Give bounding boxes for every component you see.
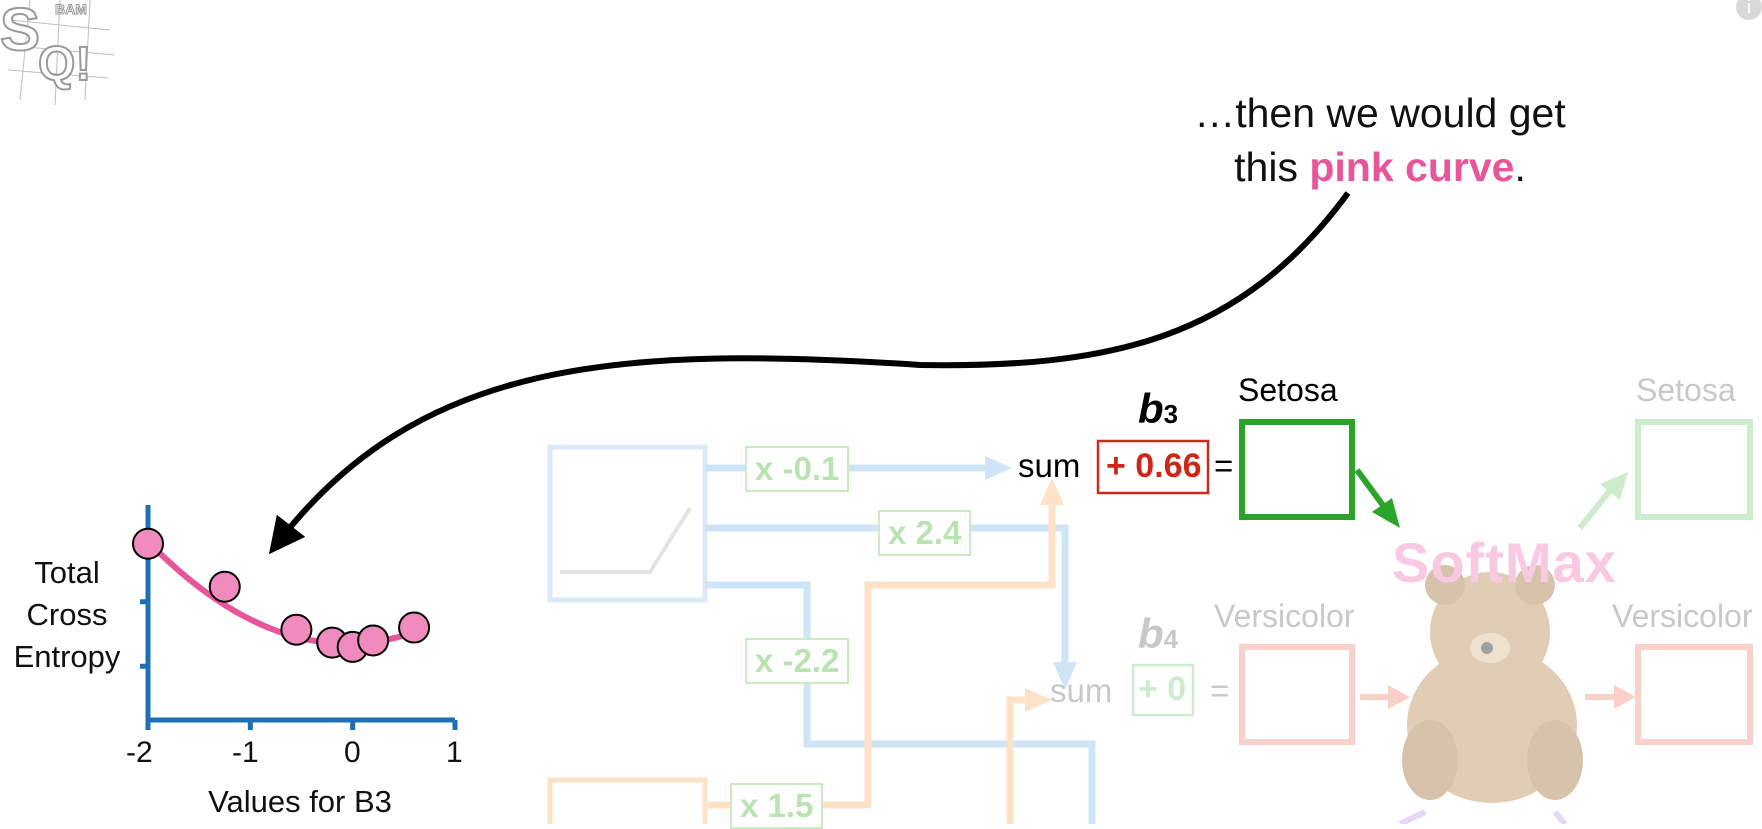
x-tick-label: 0 (344, 736, 361, 769)
data-point (357, 624, 390, 657)
data-point (132, 527, 164, 560)
b4-subscript: 4 (1163, 624, 1179, 654)
setosa-raw-box (1239, 419, 1355, 520)
b3-subscript: 3 (1163, 399, 1179, 429)
b4-symbol: b (1138, 610, 1164, 657)
x-tick-label: -1 (232, 736, 259, 769)
svg-text:Q!: Q! (38, 38, 91, 91)
data-point (398, 611, 431, 644)
b3-label: b3 (1138, 385, 1178, 433)
teddy-bear-image (1402, 565, 1583, 803)
callout-suffix: . (1514, 144, 1526, 190)
callout-text: …then we would get this pink curve. (1140, 86, 1620, 194)
x-axis-label: Values for B3 (180, 784, 420, 820)
versicolor-raw-box (1239, 644, 1355, 745)
bias-b3-value: + 0.66 (1106, 447, 1202, 485)
data-point (208, 570, 241, 603)
equals-1: = (1214, 447, 1234, 484)
callout-line-1: …then we would get (1194, 90, 1566, 136)
callout-highlight: pink curve (1309, 144, 1515, 190)
sum-label-1: sum (1018, 447, 1081, 484)
setosa-label-2: Setosa (1636, 372, 1736, 408)
sum-label-2: sum (1050, 672, 1113, 709)
weight-label-1: x -0.1 (745, 446, 850, 492)
svg-text:BAM: BAM (55, 1, 87, 17)
b3-symbol: b (1138, 385, 1164, 432)
callout-line-2: this pink curve. (1140, 140, 1620, 194)
versicolor-label-2: Versicolor (1612, 598, 1753, 634)
weight-label-2: x 2.4 (878, 510, 972, 556)
versicolor-label-1: Versicolor (1214, 598, 1355, 634)
x-axis-label-text: Values for B3 (208, 784, 392, 819)
bias-b4-box (1131, 663, 1195, 717)
versicolor-prob-box (1635, 644, 1753, 745)
relu-node-top (547, 444, 708, 603)
bias-b4-value: + 0 (1138, 670, 1187, 708)
info-icon[interactable]: i (1736, 0, 1762, 20)
setosa-label-1: Setosa (1238, 372, 1338, 408)
data-point (280, 613, 313, 646)
x-tick-label: -2 (126, 736, 153, 769)
equals-2: = (1210, 672, 1230, 709)
x-tick-label: 1 (446, 736, 463, 769)
statquest-logo: S Q! BAM (0, 0, 116, 106)
b4-label: b4 (1138, 610, 1178, 658)
callout-prefix: this (1234, 144, 1310, 190)
setosa-prob-box (1635, 419, 1753, 520)
bias-b3-box (1096, 439, 1210, 495)
weight-label-4: x 1.5 (730, 783, 824, 829)
weight-label-3: x -2.2 (745, 638, 850, 684)
softmax-label: SoftMax (1392, 531, 1617, 594)
svg-text:S: S (0, 0, 40, 63)
y-axis-label: Total Cross Entropy (13, 555, 121, 674)
